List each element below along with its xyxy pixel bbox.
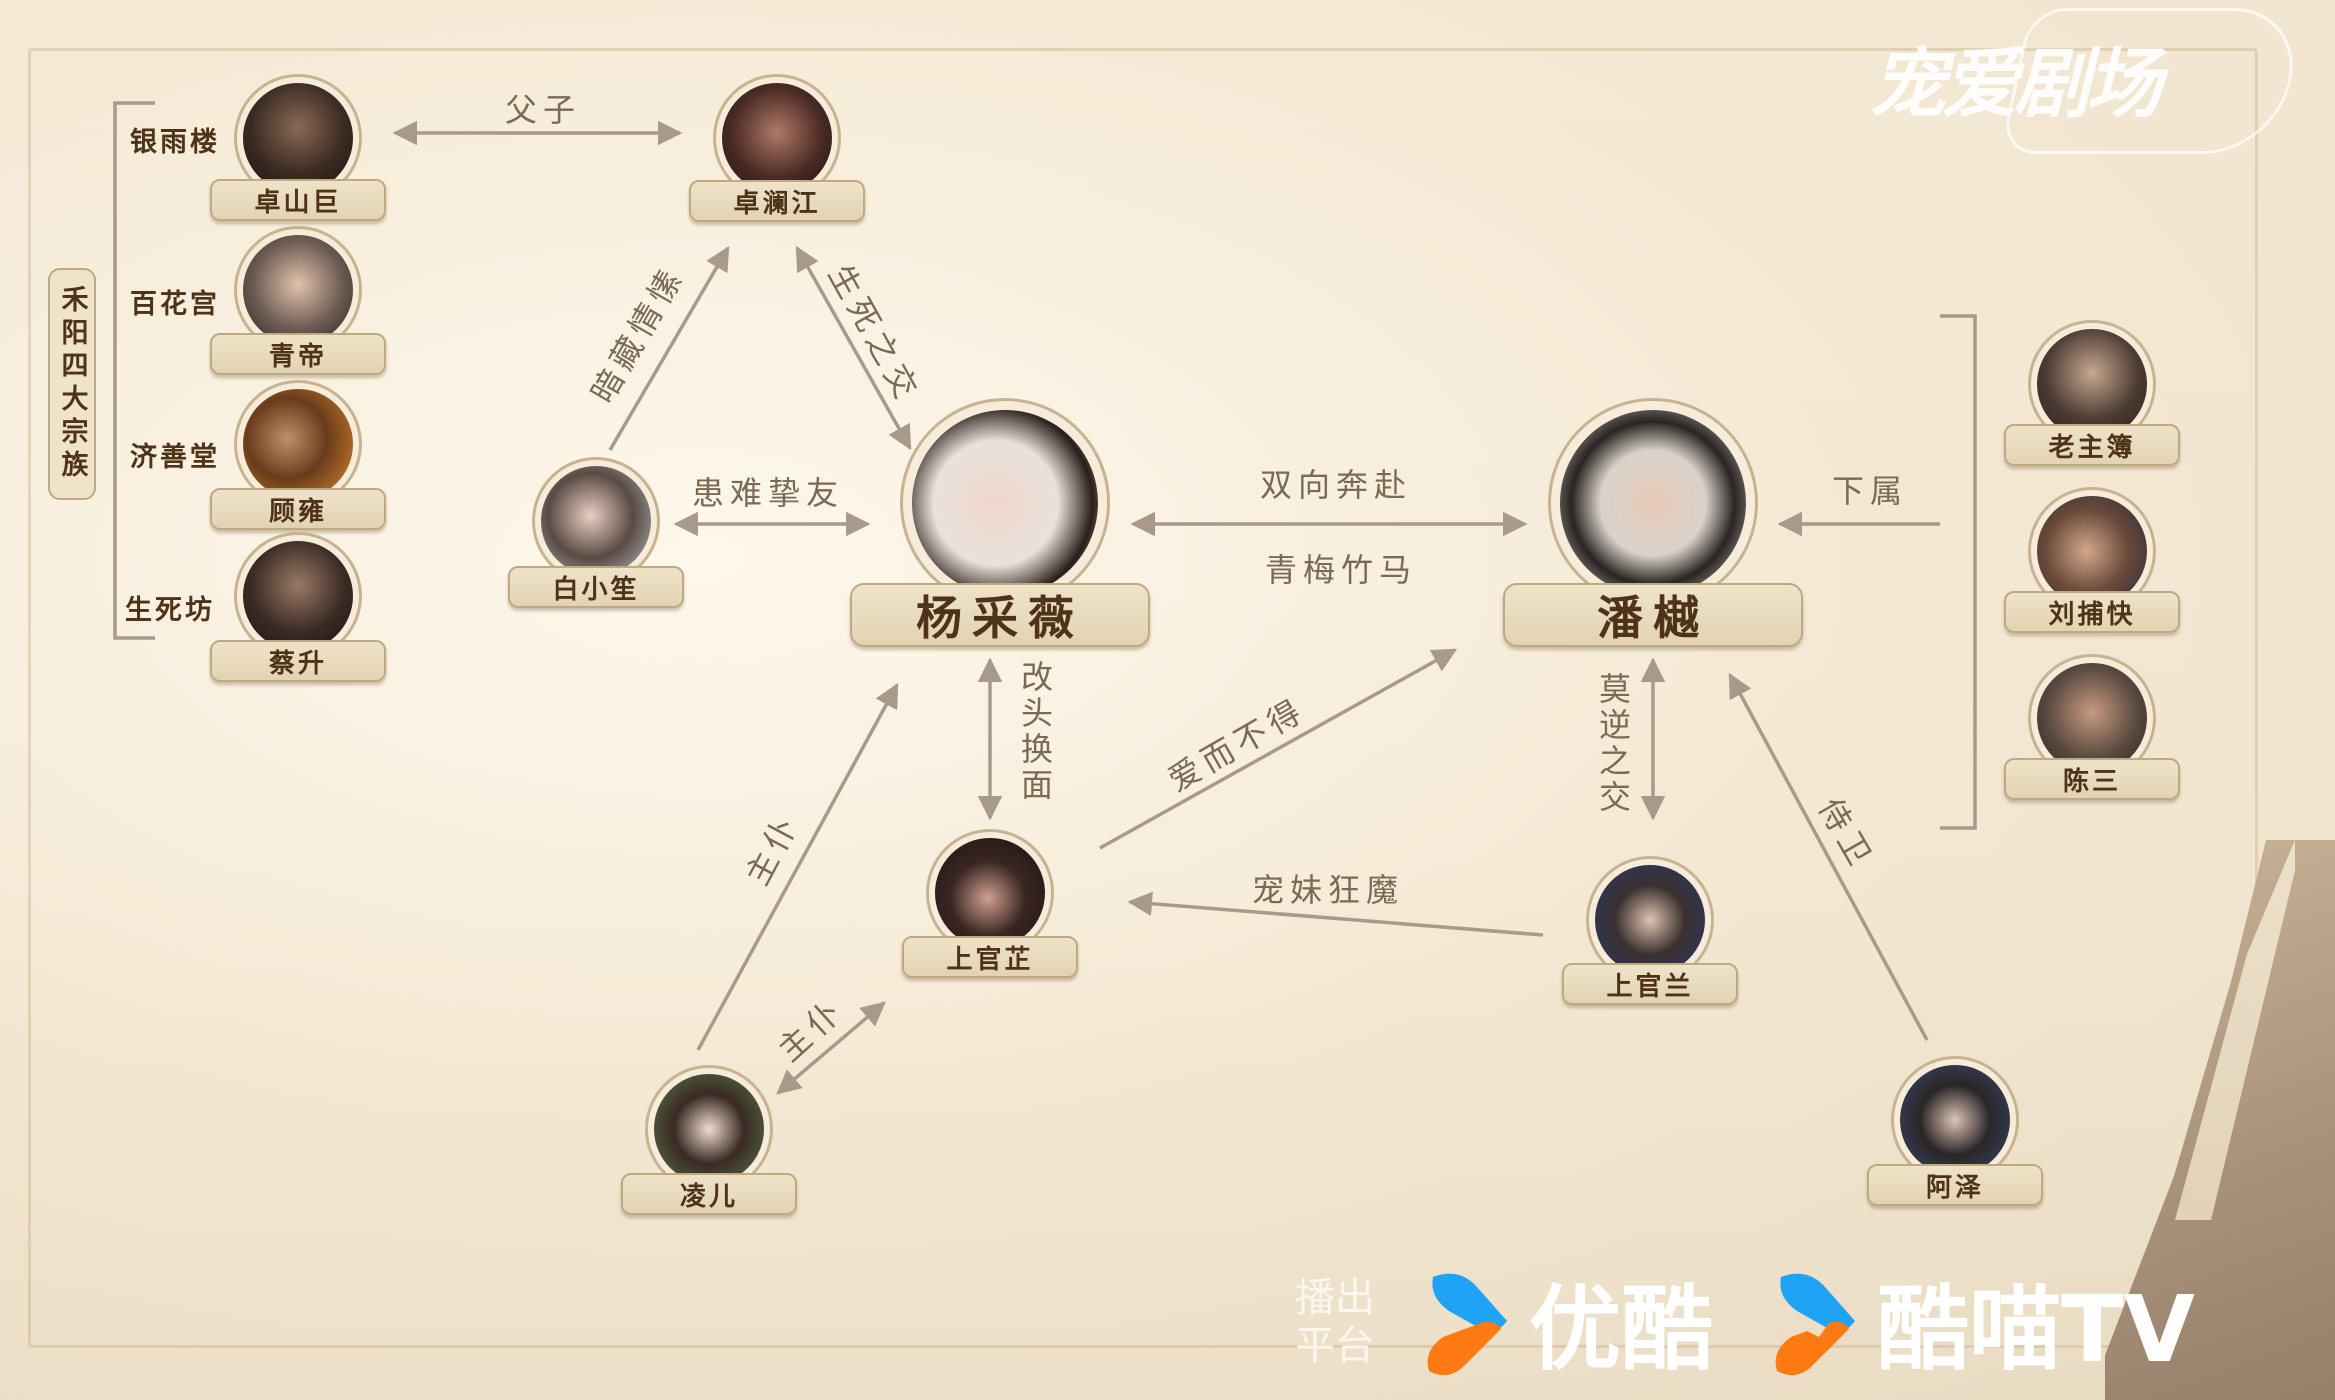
name-tag-chen-san: 陈三 xyxy=(2004,758,2180,800)
avatar-zhuo-lanjiang xyxy=(722,83,832,193)
page-border xyxy=(28,48,2258,1348)
avatar-a-ze xyxy=(1900,1065,2010,1175)
avatar-pan-yue xyxy=(1560,410,1746,596)
relation-face-change: 改头换面 xyxy=(1016,660,1054,804)
relation-doting-brother: 宠妹狂魔 xyxy=(1252,871,1405,909)
subordinate-bracket xyxy=(1940,314,1977,830)
avatar-chen-san xyxy=(2037,663,2147,773)
avatar-cai-sheng xyxy=(243,541,353,651)
relation-sworn-friends: 莫逆之交 xyxy=(1594,672,1632,816)
relation-mutual-love: 双向奔赴 xyxy=(1260,466,1413,504)
brand-kumiao-tv: 酷喵TV xyxy=(1767,1255,2195,1388)
broadcast-platforms: 播出 平台 优酷 酷喵TV xyxy=(1295,1255,2225,1388)
watermark-text: 宠爱剧场 xyxy=(1870,39,2162,128)
youku-play-icon xyxy=(1427,1273,1507,1375)
avatar-shangguan-lan xyxy=(1595,865,1705,975)
name-tag-liu-bukuai: 刘捕快 xyxy=(2004,591,2180,633)
avatar-lao-zhubu xyxy=(2037,329,2147,439)
name-tag-yang-caiwei: 杨采薇 xyxy=(850,583,1150,647)
avatar-yang-caiwei xyxy=(912,410,1098,596)
relation-childhood-sweethearts: 青梅竹马 xyxy=(1265,551,1418,589)
clan-label-jishantang: 济善堂 xyxy=(130,442,220,473)
avatar-zhuo-shanju xyxy=(243,83,353,193)
name-tag-zhuo-lanjiang: 卓澜江 xyxy=(689,180,865,222)
name-tag-ling-er: 凌儿 xyxy=(621,1173,797,1215)
relation-friends-in-adversity: 患难挚友 xyxy=(692,474,845,512)
name-tag-qing-di: 青帝 xyxy=(210,333,386,375)
avatar-liu-bukuai xyxy=(2037,496,2147,606)
name-tag-a-ze: 阿泽 xyxy=(1867,1164,2043,1206)
name-tag-gu-yong: 顾雍 xyxy=(210,488,386,530)
clan-bracket xyxy=(113,101,155,640)
brand-youku: 优酷 xyxy=(1419,1255,1713,1388)
name-tag-lao-zhubu: 老主簿 xyxy=(2004,424,2180,466)
avatar-shangguan-zhi xyxy=(935,838,1045,948)
platform-label: 播出 平台 xyxy=(1295,1274,1375,1369)
name-tag-pan-yue: 潘樾 xyxy=(1503,583,1803,647)
clan-label-shengsifang: 生死坊 xyxy=(125,595,215,626)
avatar-gu-yong xyxy=(243,389,353,499)
clan-label-baihuagong: 百花宫 xyxy=(130,289,220,320)
name-tag-zhuo-shanju: 卓山巨 xyxy=(210,179,386,221)
avatar-ling-er xyxy=(654,1074,764,1184)
name-tag-shangguan-zhi: 上官芷 xyxy=(902,936,1078,978)
relation-father-son: 父子 xyxy=(505,91,582,129)
kumiao-play-icon xyxy=(1775,1273,1856,1375)
name-tag-shangguan-lan: 上官兰 xyxy=(1562,963,1738,1005)
clan-group-title: 禾阳四大宗族 xyxy=(48,268,96,500)
relation-subordinate: 下属 xyxy=(1832,472,1909,510)
name-tag-bai-xiaosheng: 白小笙 xyxy=(508,566,684,608)
clan-label-yinyulou: 银雨楼 xyxy=(130,127,220,158)
name-tag-cai-sheng: 蔡升 xyxy=(210,640,386,682)
avatar-qing-di xyxy=(243,235,353,345)
avatar-bai-xiaosheng xyxy=(541,466,651,576)
